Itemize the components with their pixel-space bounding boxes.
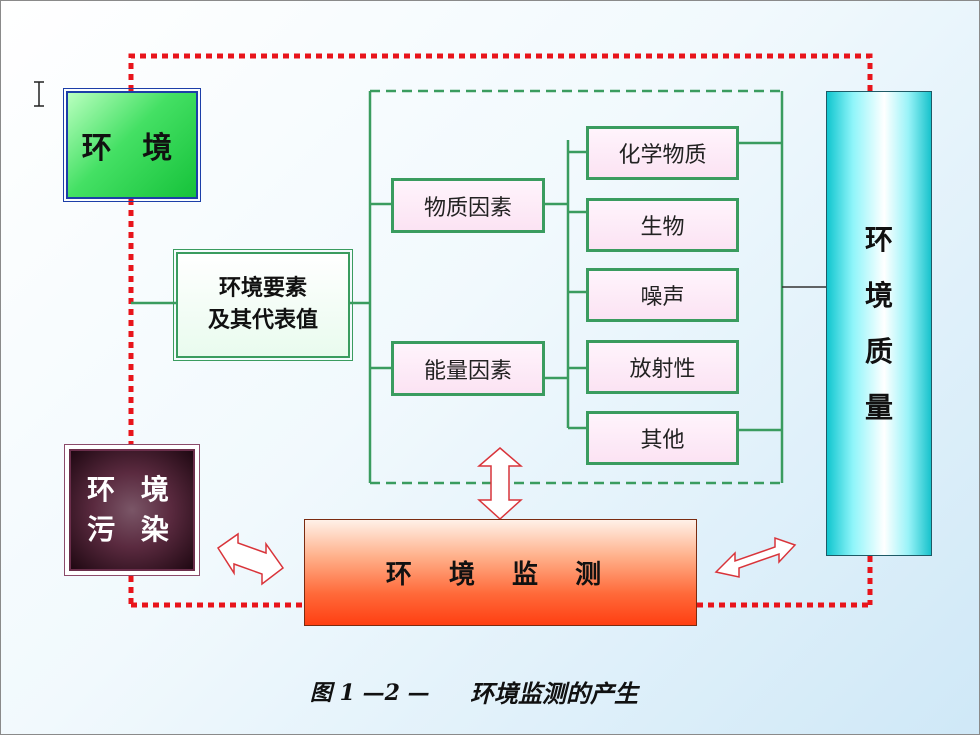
quality-char: 量 <box>864 390 893 424</box>
environment-quality-box: 环 境 质 量 <box>826 91 932 556</box>
item-biological-box: 生物 <box>586 198 739 252</box>
environment-label: 环 境 <box>81 131 183 166</box>
item-label: 放射性 <box>629 357 696 382</box>
pollution-line-2: 污 染 <box>87 513 177 546</box>
matter-factor-label: 物质因素 <box>423 195 512 221</box>
figure-title: 环境监测的产生 <box>470 679 638 708</box>
item-label: 其他 <box>640 428 685 453</box>
matter-factor-box: 物质因素 <box>391 178 545 233</box>
energy-factor-label: 能量因素 <box>423 358 512 384</box>
elements-line-1: 环境要素 <box>218 276 307 301</box>
environment-box: 环 境 <box>63 88 201 202</box>
pollution-inner-panel: 环 境 污 染 <box>69 449 195 571</box>
environment-pollution-box: 环 境 污 染 <box>64 444 200 576</box>
item-chemical-box: 化学物质 <box>586 126 739 180</box>
item-label: 生物 <box>640 215 685 240</box>
quality-char: 质 <box>864 334 893 368</box>
energy-factor-box: 能量因素 <box>391 341 545 396</box>
item-label: 化学物质 <box>618 143 707 168</box>
pollution-line-1: 环 境 <box>87 473 177 506</box>
double-headed-arrow-icon <box>216 447 797 586</box>
environment-monitoring-box: 环 境 监 测 <box>304 519 697 626</box>
environment-elements-box: 环境要素 及其代表值 <box>173 249 353 361</box>
elements-line-2: 及其代表值 <box>207 308 318 333</box>
quality-char: 境 <box>864 278 893 312</box>
item-label: 噪声 <box>640 285 685 310</box>
monitoring-label: 环 境 监 测 <box>385 560 616 590</box>
text-cursor-icon <box>34 81 44 107</box>
item-noise-box: 噪声 <box>586 268 739 322</box>
figure-number: 图 1 —2 — <box>310 680 430 706</box>
item-radioactivity-box: 放射性 <box>586 340 739 394</box>
red-dotted-loop <box>128 53 873 608</box>
quality-char: 环 <box>864 222 893 256</box>
item-other-box: 其他 <box>586 411 739 465</box>
